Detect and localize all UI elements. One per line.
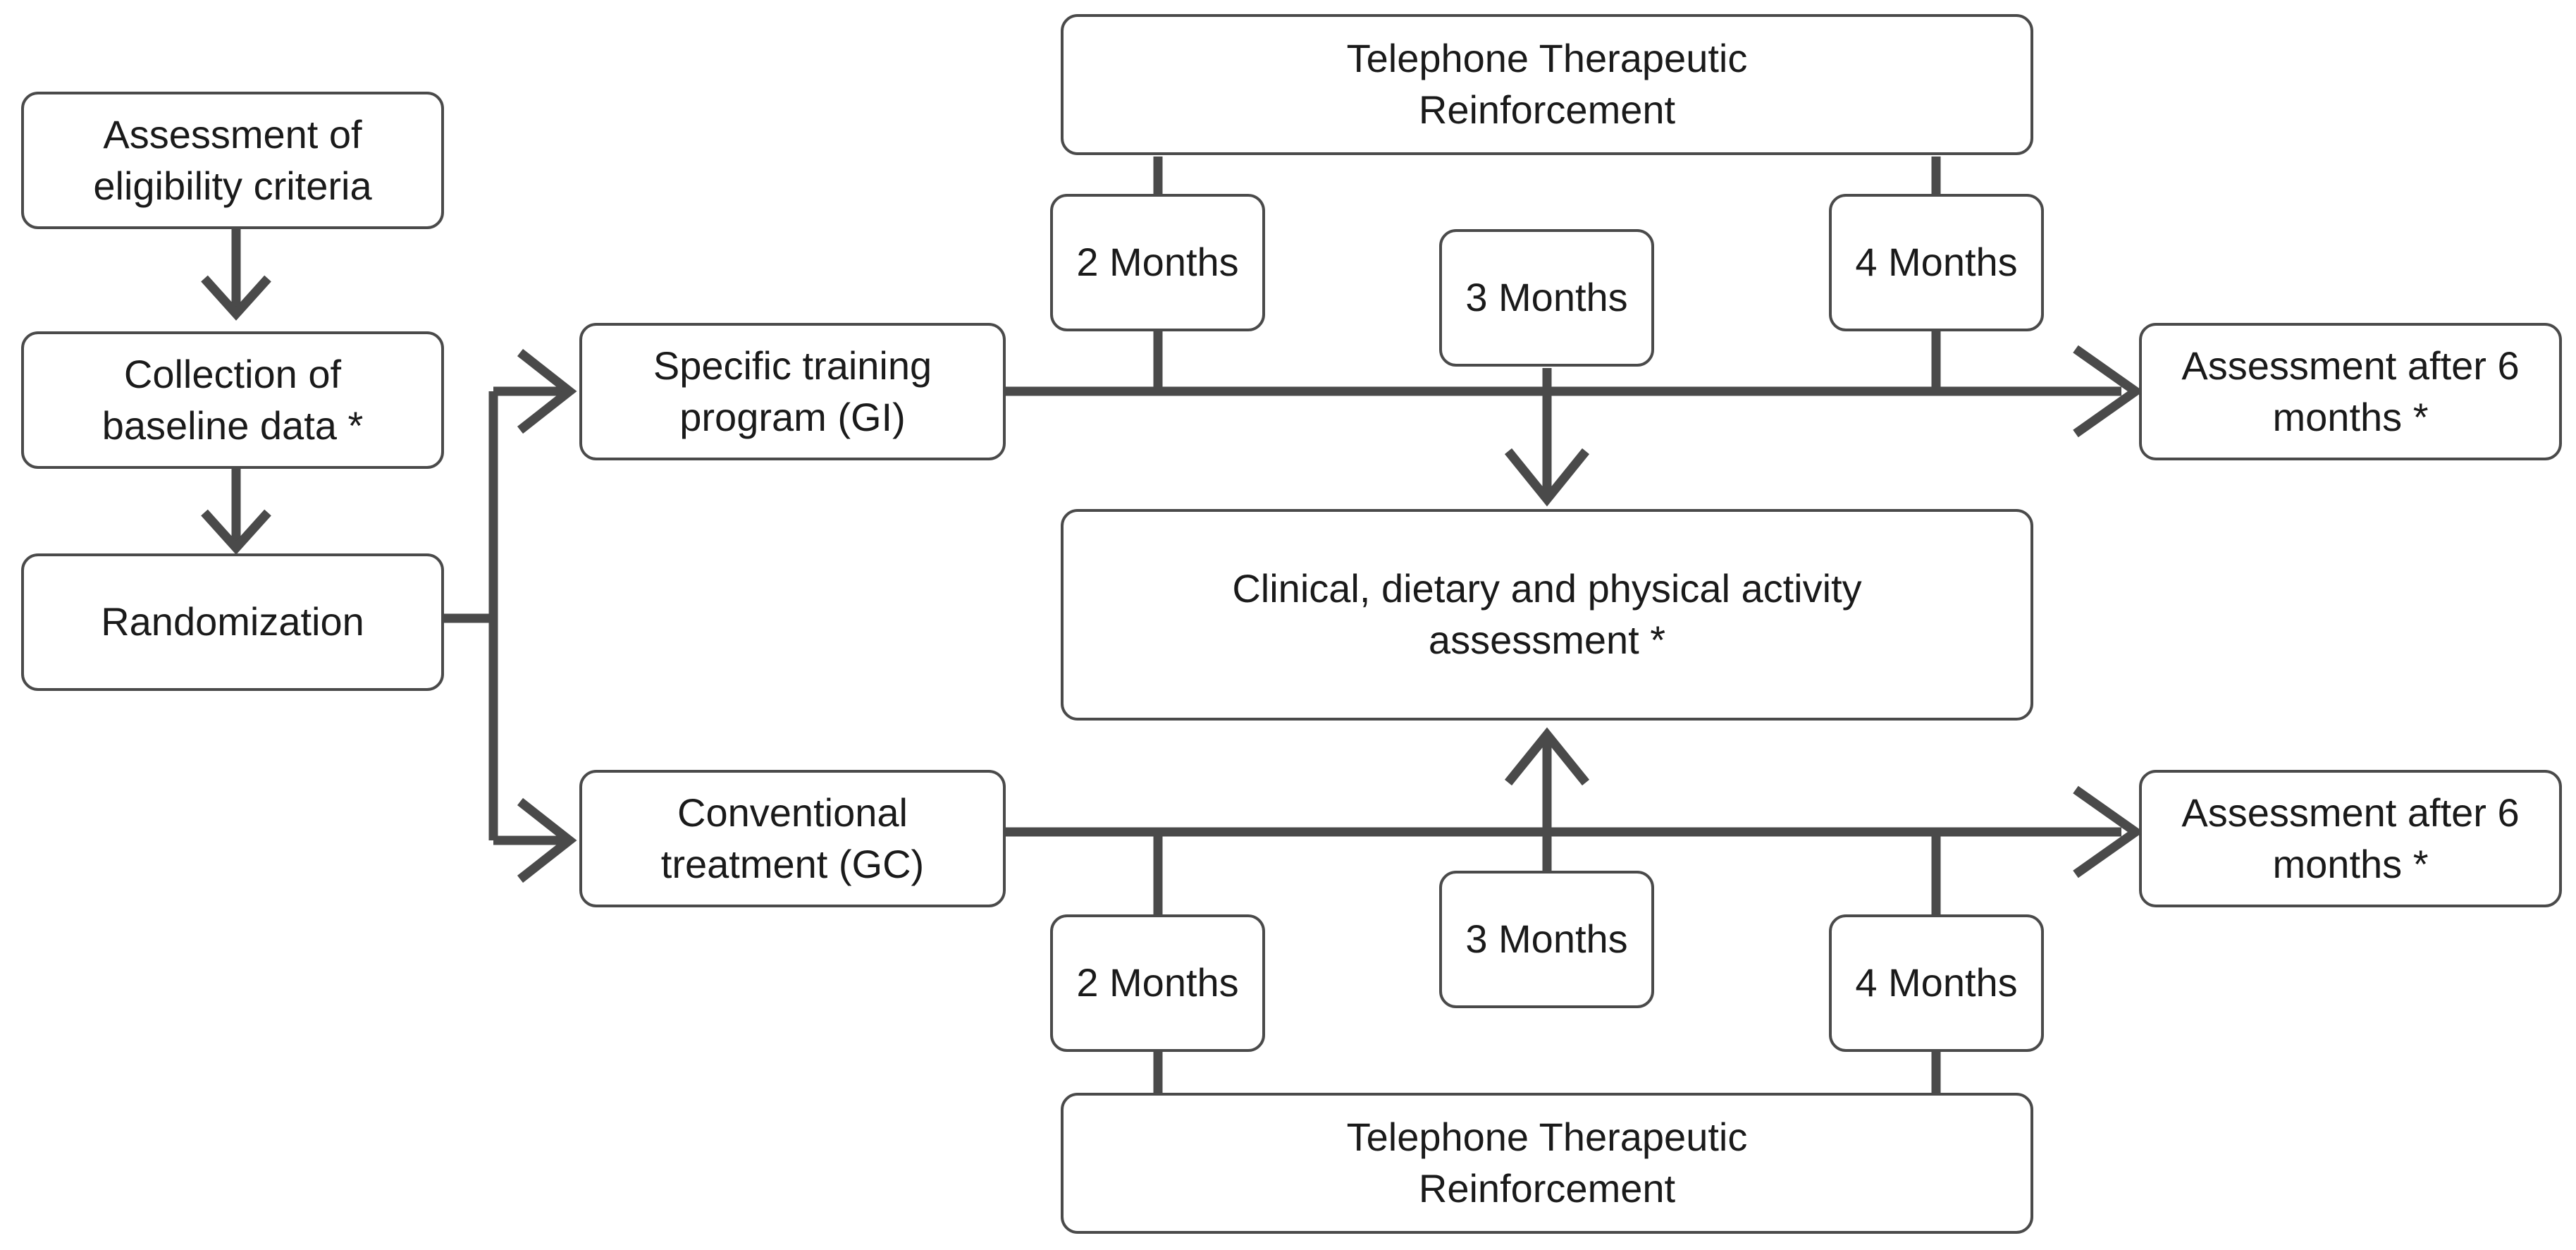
reinforcement-top-box: Telephone Therapeutic Reinforcement bbox=[1061, 14, 2033, 155]
gi-2-months-label: 2 Months bbox=[1076, 240, 1239, 285]
arrowhead-gi-final bbox=[2073, 345, 2144, 438]
arrowhead-gi bbox=[517, 348, 577, 434]
arrowhead-clinical-from-gc bbox=[1504, 727, 1590, 786]
gc-3-months-box: 3 Months bbox=[1439, 871, 1654, 1008]
gi-4-months-label: 4 Months bbox=[1855, 240, 2018, 285]
reinforcement-bottom-label: Telephone Therapeutic Reinforcement bbox=[1346, 1115, 1748, 1211]
eligibility-label: Assessment of eligibility criteria bbox=[93, 111, 372, 208]
arrowhead-randomization bbox=[201, 509, 271, 555]
clinical-assessment-label: Clinical, dietary and physical activity … bbox=[1232, 566, 1862, 662]
randomization-label: Randomization bbox=[101, 599, 364, 644]
gc-box: Conventional treatment (GC) bbox=[579, 770, 1006, 907]
gi-4-months-box: 4 Months bbox=[1829, 194, 2044, 331]
gc-4-months-label: 4 Months bbox=[1855, 960, 2018, 1005]
gi-final-assessment-box: Assessment after 6 months * bbox=[2139, 323, 2562, 460]
gi-3-months-label: 3 Months bbox=[1465, 275, 1628, 320]
reinforcement-top-label: Telephone Therapeutic Reinforcement bbox=[1346, 36, 1748, 132]
arrowhead-clinical-from-gi bbox=[1504, 448, 1590, 507]
gi-final-assessment-label: Assessment after 6 months * bbox=[2181, 343, 2520, 439]
gc-final-assessment-box: Assessment after 6 months * bbox=[2139, 770, 2562, 907]
baseline-label: Collection of baseline data * bbox=[101, 351, 364, 448]
gi-label: Specific training program (GI) bbox=[653, 343, 932, 439]
gi-3-months-box: 3 Months bbox=[1439, 229, 1654, 367]
arrowhead-gc-final bbox=[2073, 785, 2144, 878]
gi-box: Specific training program (GI) bbox=[579, 323, 1006, 460]
gc-3-months-label: 3 Months bbox=[1465, 917, 1628, 962]
gc-final-assessment-label: Assessment after 6 months * bbox=[2181, 790, 2520, 886]
gc-4-months-box: 4 Months bbox=[1829, 914, 2044, 1052]
clinical-assessment-box: Clinical, dietary and physical activity … bbox=[1061, 509, 2033, 721]
reinforcement-bottom-box: Telephone Therapeutic Reinforcement bbox=[1061, 1093, 2033, 1234]
baseline-box: Collection of baseline data * bbox=[21, 331, 444, 469]
randomization-box: Randomization bbox=[21, 553, 444, 691]
gc-2-months-label: 2 Months bbox=[1076, 960, 1239, 1005]
arrowhead-baseline bbox=[201, 275, 271, 321]
gc-2-months-box: 2 Months bbox=[1050, 914, 1265, 1052]
eligibility-box: Assessment of eligibility criteria bbox=[21, 92, 444, 229]
arrowhead-gc bbox=[517, 797, 577, 883]
gi-2-months-box: 2 Months bbox=[1050, 194, 1265, 331]
gc-label: Conventional treatment (GC) bbox=[660, 790, 925, 886]
